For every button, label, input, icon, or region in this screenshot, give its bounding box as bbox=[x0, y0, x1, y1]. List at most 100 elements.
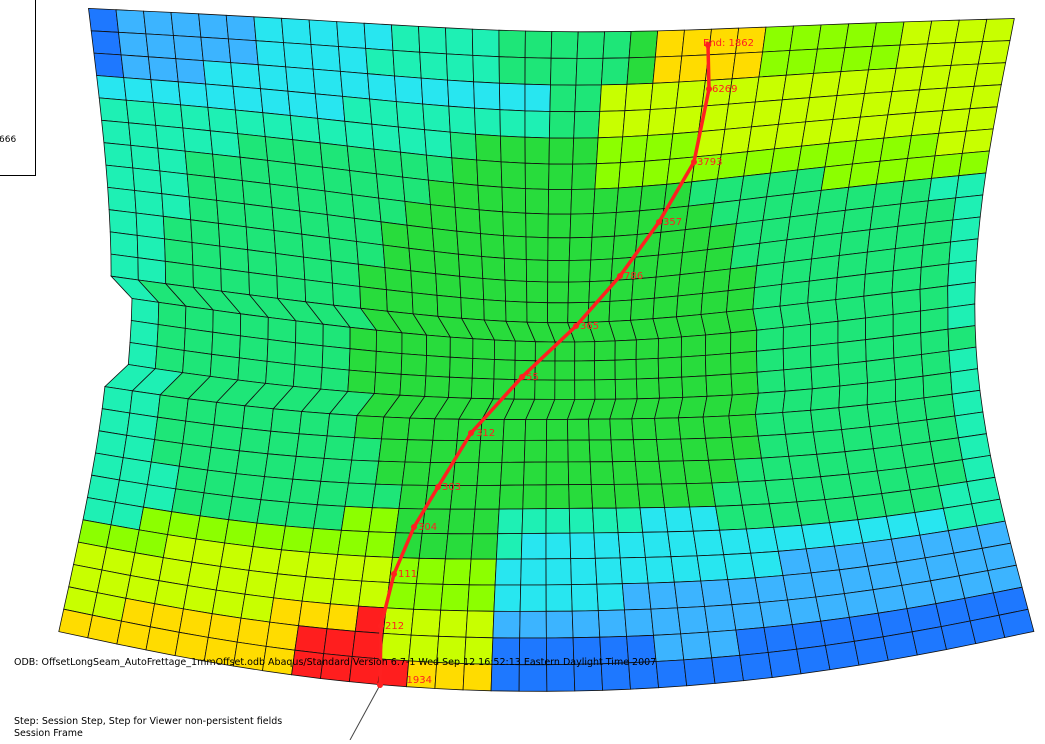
mesh-element bbox=[467, 584, 496, 612]
mesh-element bbox=[707, 223, 737, 251]
path-node-marker[interactable] bbox=[706, 86, 712, 92]
mesh-element bbox=[689, 505, 721, 532]
mesh-element bbox=[241, 405, 274, 432]
path-node-marker[interactable] bbox=[411, 524, 417, 530]
mesh-element bbox=[498, 56, 526, 85]
mesh-element bbox=[406, 224, 435, 252]
mesh-element bbox=[707, 629, 741, 659]
mesh-element bbox=[322, 323, 351, 350]
mesh-element bbox=[920, 307, 949, 334]
mesh-element bbox=[283, 42, 314, 70]
mesh-element bbox=[867, 561, 903, 591]
mesh-element bbox=[570, 557, 598, 586]
mesh-element bbox=[238, 335, 269, 362]
mesh-element bbox=[838, 565, 874, 595]
path-node-marker[interactable] bbox=[617, 273, 623, 279]
mesh-element bbox=[267, 316, 297, 344]
mesh-element bbox=[385, 289, 414, 315]
mesh-element bbox=[161, 193, 192, 221]
mesh-element bbox=[890, 534, 926, 563]
odb-info-text: ODB: OffsetLongSeam_AutoFrettage_1mmOffs… bbox=[14, 657, 657, 668]
mesh-element bbox=[438, 609, 468, 638]
path-node-marker[interactable] bbox=[391, 571, 397, 577]
mesh-element bbox=[754, 412, 786, 437]
mesh-element bbox=[371, 483, 403, 509]
mesh-element bbox=[796, 645, 831, 675]
mesh-element bbox=[157, 394, 189, 422]
mesh-element bbox=[602, 30, 632, 59]
mesh-element bbox=[756, 326, 784, 352]
mesh-element bbox=[730, 329, 758, 354]
path-node-marker[interactable] bbox=[705, 42, 711, 48]
path-node-marker[interactable] bbox=[435, 484, 441, 490]
mesh-element bbox=[402, 176, 431, 206]
mesh-element bbox=[948, 346, 979, 373]
mesh-element bbox=[241, 180, 273, 208]
path-node-marker[interactable] bbox=[519, 374, 525, 380]
mesh-element bbox=[948, 238, 979, 265]
mesh-element bbox=[98, 97, 130, 124]
mesh-element bbox=[838, 382, 869, 409]
mesh-element bbox=[498, 82, 526, 112]
path-node-marker[interactable] bbox=[378, 623, 384, 629]
mesh-element bbox=[700, 290, 729, 315]
mesh-element bbox=[400, 151, 429, 181]
mesh-element bbox=[281, 17, 312, 45]
mesh-element bbox=[309, 527, 342, 555]
mesh-element bbox=[817, 186, 850, 215]
mesh-element bbox=[809, 320, 839, 347]
mesh-element bbox=[418, 532, 449, 560]
mesh-element bbox=[759, 599, 793, 628]
path-node-marker[interactable] bbox=[691, 159, 697, 165]
mesh-element bbox=[816, 451, 850, 478]
mesh-element bbox=[754, 575, 789, 604]
path-node-marker[interactable] bbox=[377, 682, 383, 688]
mesh-element bbox=[739, 652, 773, 682]
mesh-element bbox=[951, 389, 984, 417]
mesh-element bbox=[787, 596, 822, 626]
mesh-element bbox=[107, 186, 137, 214]
mesh-element bbox=[875, 158, 909, 185]
mesh-element bbox=[855, 114, 889, 142]
mesh-element bbox=[608, 299, 633, 322]
mesh-element bbox=[253, 16, 284, 44]
mesh-element bbox=[757, 433, 790, 459]
path-node-label: 3793 bbox=[697, 157, 722, 168]
mesh-element bbox=[135, 212, 165, 240]
mesh-element bbox=[942, 85, 975, 112]
mesh-element bbox=[574, 341, 596, 362]
mesh-element bbox=[614, 339, 637, 361]
mesh-element bbox=[677, 416, 706, 440]
mesh-element bbox=[649, 81, 680, 110]
mesh-element bbox=[143, 10, 174, 36]
path-node-marker[interactable] bbox=[656, 219, 662, 225]
path-node-marker[interactable] bbox=[573, 323, 579, 329]
mesh-element bbox=[653, 633, 685, 662]
mesh-element bbox=[829, 519, 864, 547]
mesh-element bbox=[923, 42, 956, 68]
mesh-element bbox=[240, 593, 275, 623]
mesh-element bbox=[180, 104, 211, 132]
mesh-element bbox=[626, 56, 656, 85]
mesh-element bbox=[946, 63, 979, 89]
mesh-element bbox=[301, 233, 332, 262]
mesh-element bbox=[545, 610, 574, 639]
mesh-element bbox=[588, 439, 613, 463]
path-node-label: 6269 bbox=[712, 84, 737, 95]
mesh-element bbox=[234, 109, 266, 138]
mesh-element bbox=[600, 57, 630, 86]
mesh-element bbox=[330, 260, 361, 287]
mesh-element bbox=[729, 242, 761, 270]
mesh-element bbox=[292, 139, 323, 168]
mesh-element bbox=[920, 328, 950, 355]
mesh-element bbox=[445, 27, 474, 56]
path-node-marker[interactable] bbox=[468, 430, 474, 436]
mesh-element bbox=[404, 200, 433, 229]
mesh-element bbox=[524, 188, 550, 215]
mesh-element bbox=[777, 548, 812, 576]
mesh-element bbox=[408, 247, 437, 275]
mesh-element bbox=[185, 398, 217, 426]
mesh-element bbox=[791, 620, 826, 650]
